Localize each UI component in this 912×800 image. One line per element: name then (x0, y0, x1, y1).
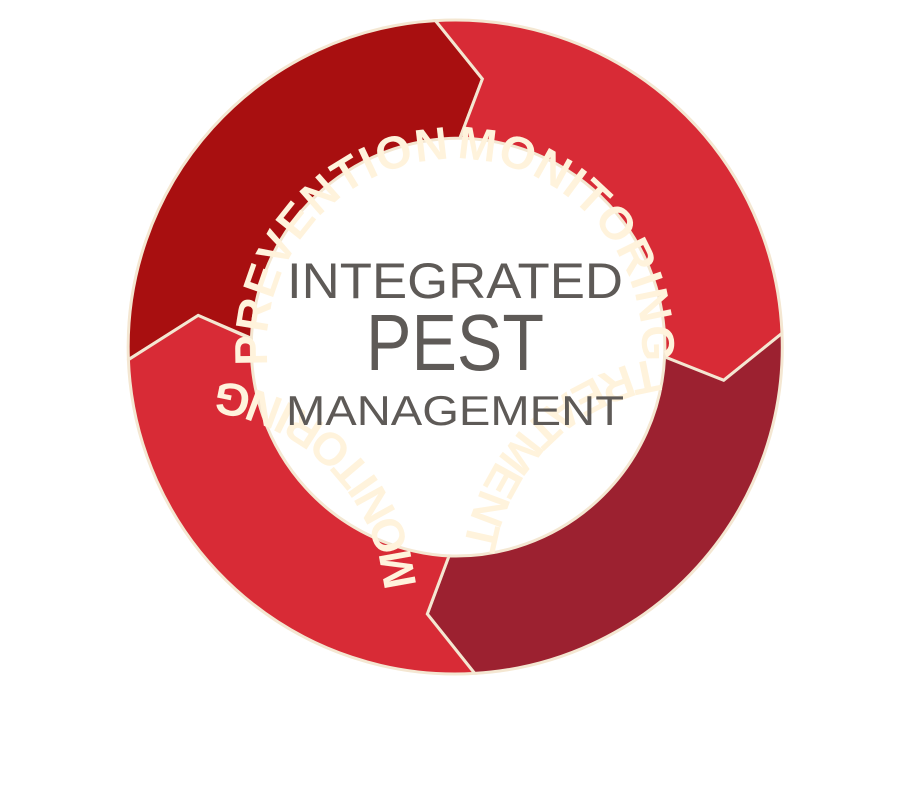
center-title-pest: PEST (366, 298, 544, 387)
monitoring-left-segment (126, 313, 478, 676)
prevention-segment (126, 19, 485, 363)
center-title-integrated: INTEGRATED (287, 253, 623, 309)
monitoring-top-segment (432, 18, 784, 383)
center-title-management: MANAGEMENT (286, 387, 624, 434)
